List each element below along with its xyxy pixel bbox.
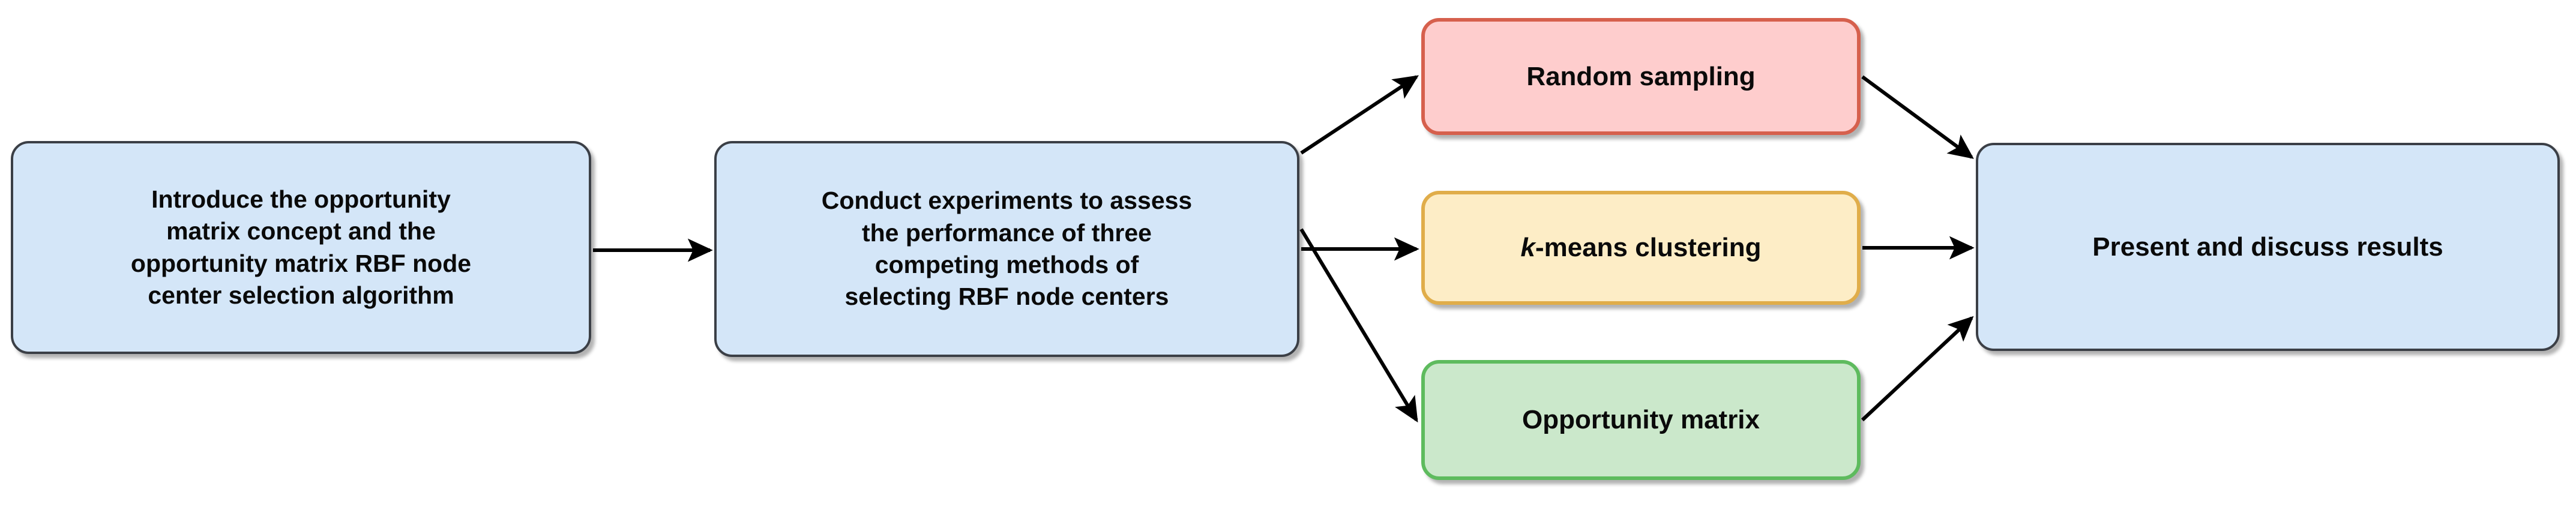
node-label: Present and discuss results (2092, 232, 2443, 262)
opportunity-matrix-node[interactable]: Opportunity matrix (1421, 360, 1861, 480)
node-label: k-means clustering (1520, 233, 1762, 263)
k-means-clustering-node[interactable]: k-means clustering (1421, 191, 1861, 305)
edge-experiments-to-random (1300, 75, 1419, 155)
edge-random-to-present (1861, 75, 1974, 159)
edge-opportunity-to-present (1861, 316, 1974, 422)
conduct-experiments-node[interactable]: Conduct experiments to assess the perfor… (714, 141, 1299, 357)
present-discuss-results-node[interactable]: Present and discuss results (1976, 143, 2560, 351)
node-label: Conduct experiments to assess the perfor… (821, 187, 1193, 311)
node-label: Opportunity matrix (1521, 405, 1760, 435)
node-label: Introduce the opportunity matrix concept… (130, 185, 472, 309)
edge-experiments-to-opportunity (1299, 228, 1418, 423)
introduce-opportunity-matrix-node[interactable]: Introduce the opportunity matrix concept… (11, 141, 591, 354)
node-label: Random sampling (1526, 61, 1756, 91)
random-sampling-node[interactable]: Random sampling (1421, 18, 1861, 135)
